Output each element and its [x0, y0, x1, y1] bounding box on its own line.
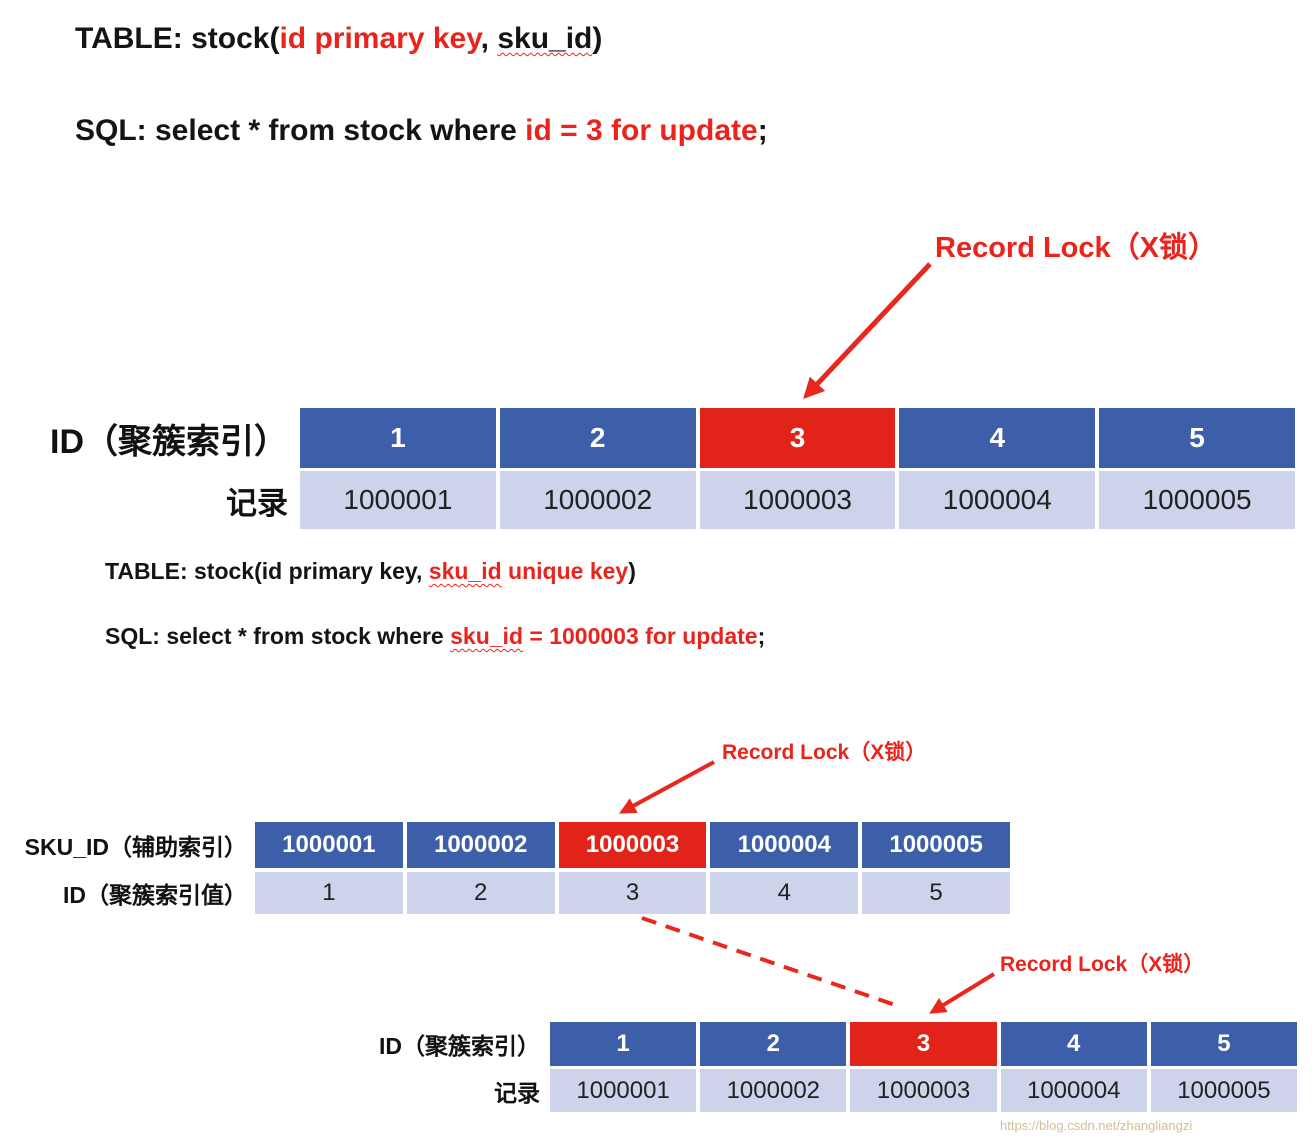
record-lock-label-2: Record Lock（X锁） — [722, 741, 927, 764]
table2-sku-cell-5: 1000005 — [862, 822, 1010, 868]
table1-record-cell-3: 1000003 — [699, 471, 896, 529]
sql-2-suffix: ; — [757, 623, 766, 649]
table1-index-row: 1 2 3 4 5 — [300, 408, 1295, 468]
table3-index-cell-4: 4 — [1000, 1022, 1147, 1066]
table3-row2-label: 记录 — [494, 1079, 540, 1106]
table3-record-cell-2: 1000002 — [700, 1069, 847, 1112]
table3-record-cell-4: 1000004 — [1000, 1069, 1147, 1112]
record-lock-label-1: Record Lock（X锁） — [935, 232, 1217, 264]
sql-2-sku-id: sku_id — [450, 623, 523, 649]
table2-id-cell-1: 1 — [255, 872, 403, 914]
table2-id-cell-4: 4 — [710, 872, 859, 914]
table3-record-row: 1000001 1000002 1000003 1000004 1000005 — [550, 1069, 1298, 1112]
table3-record-cell-5: 1000005 — [1150, 1069, 1298, 1112]
table1-index-cell-5: 5 — [1099, 408, 1295, 468]
record-lock-arrow-2 — [619, 760, 715, 814]
table1-index-cell-3-locked: 3 — [699, 408, 896, 468]
table2-row1-label: SKU_ID（辅助索引） — [24, 834, 247, 860]
record-lock-arrow-1 — [803, 262, 932, 400]
table2-sku-cell-3-locked: 1000003 — [558, 822, 707, 868]
table-def-2-sku-id: sku_id — [428, 558, 502, 584]
table3-index-cell-1: 1 — [550, 1022, 697, 1066]
sql-1-suffix: ; — [757, 114, 768, 147]
table2-id-cell-3: 3 — [558, 872, 707, 914]
table-def-1-comma: , — [480, 22, 498, 55]
table1-record-cell-2: 1000002 — [499, 471, 696, 529]
table-definition-line-1: TABLE: stock(id primary key, sku_id) — [75, 22, 602, 56]
table1-record-cell-5: 1000005 — [1099, 471, 1295, 529]
record-lock-arrow-3 — [929, 972, 996, 1014]
table-def-1-prefix: TABLE: stock( — [75, 22, 280, 55]
sql-2-condition: = 1000003 for update — [523, 623, 758, 649]
watermark: https://blog.csdn.net/zhangliangzi — [1000, 1118, 1193, 1133]
table-definition-line-2: TABLE: stock(id primary key, sku_id uniq… — [105, 558, 636, 585]
index-lookup-dashed-arrow — [641, 916, 899, 1008]
sql-line-2: SQL: select * from stock where sku_id = … — [105, 623, 765, 650]
table2-row2-label: ID（聚簇索引值） — [63, 882, 247, 908]
table3-index-row: 1 2 3 4 5 — [550, 1022, 1298, 1066]
table-def-1-suffix: ) — [592, 22, 603, 55]
table1-index-cell-2: 2 — [499, 408, 696, 468]
table-def-2-unique-key: unique key — [501, 558, 629, 584]
table-def-1-primary-key: id primary key — [279, 22, 481, 55]
table2-id-row: 1 2 3 4 5 — [255, 872, 1010, 914]
table2-sku-cell-1: 1000001 — [255, 822, 403, 868]
table1-record-cell-4: 1000004 — [899, 471, 1096, 529]
table2-sku-cell-2: 1000002 — [406, 822, 555, 868]
table3-row1-label: ID（聚簇索引） — [379, 1033, 540, 1059]
table-def-1-sku-id: sku_id — [497, 22, 593, 55]
table2-sku-row: 1000001 1000002 1000003 1000004 1000005 — [255, 822, 1010, 868]
table-def-2-suffix: ) — [628, 558, 636, 584]
table1-index-cell-1: 1 — [300, 408, 496, 468]
sql-line-1: SQL: select * from stock where id = 3 fo… — [75, 114, 768, 148]
table1-index-cell-4: 4 — [899, 408, 1096, 468]
table1-record-cell-1: 1000001 — [300, 471, 496, 529]
table2-sku-cell-4: 1000004 — [710, 822, 859, 868]
sql-1-prefix: SQL: select * from stock where — [75, 114, 526, 147]
table3-index-cell-5: 5 — [1150, 1022, 1298, 1066]
table3-record-cell-3: 1000003 — [850, 1069, 997, 1112]
table3-index-cell-2: 2 — [700, 1022, 847, 1066]
table2-id-cell-5: 5 — [862, 872, 1010, 914]
table1-row2-label: 记录 — [226, 485, 288, 521]
table2-id-cell-2: 2 — [406, 872, 555, 914]
sql-1-condition: id = 3 for update — [525, 114, 758, 147]
table3-record-cell-1: 1000001 — [550, 1069, 697, 1112]
table1-record-row: 1000001 1000002 1000003 1000004 1000005 — [300, 471, 1295, 529]
record-lock-label-3: Record Lock（X锁） — [1000, 953, 1205, 976]
table1-row1-label: ID（聚簇索引） — [50, 422, 288, 461]
sql-2-prefix: SQL: select * from stock where — [105, 623, 451, 649]
table3-index-cell-3-locked: 3 — [850, 1022, 997, 1066]
table-def-2-prefix: TABLE: stock(id primary key, — [105, 558, 429, 584]
